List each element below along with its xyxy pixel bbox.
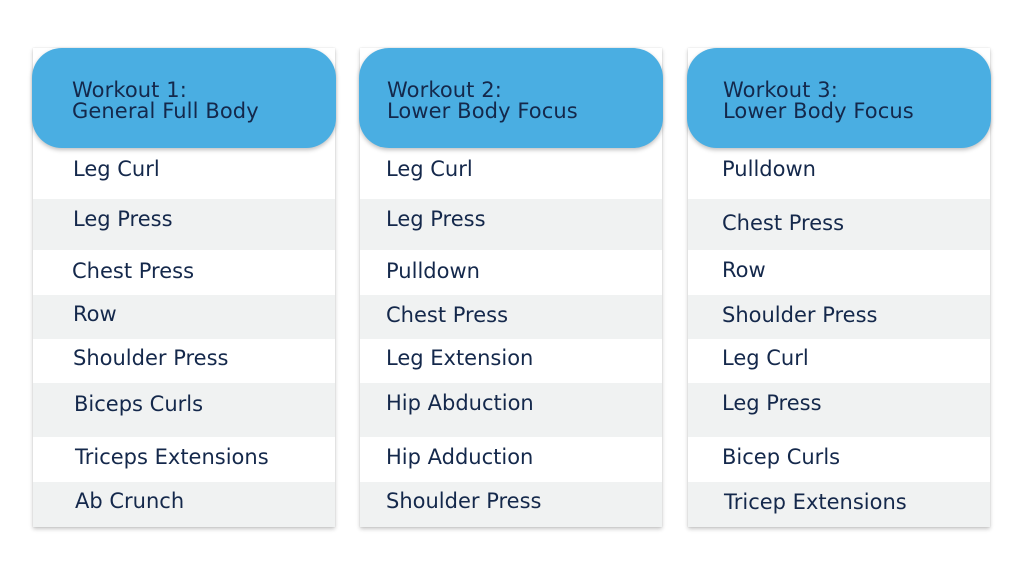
exercise-row: Chest Press <box>360 295 662 339</box>
workout-card-header: Workout 1: General Full Body <box>32 48 336 148</box>
exercise-row: Shoulder Press <box>33 339 335 383</box>
workout-name: General Full Body <box>72 99 259 123</box>
exercise-row: Chest Press <box>33 250 335 295</box>
exercise-name: Leg Curl <box>722 346 809 370</box>
exercise-row: Row <box>33 295 335 339</box>
workout-title: Workout 2: Lower Body Focus <box>387 80 578 122</box>
workout-name: Lower Body Focus <box>723 99 914 123</box>
exercise-row: Leg Curl <box>360 148 662 199</box>
exercise-row: Leg Press <box>33 199 335 250</box>
exercise-row: Tricep Extensions <box>688 482 990 527</box>
workout-number: Workout 2: <box>387 78 502 102</box>
exercise-name: Biceps Curls <box>74 392 204 416</box>
exercise-name: Leg Press <box>722 391 822 415</box>
exercise-row: Leg Curl <box>688 339 990 383</box>
exercise-row: Chest Press <box>688 199 990 250</box>
exercise-name: Chest Press <box>386 303 509 327</box>
workout-name: Lower Body Focus <box>387 99 578 123</box>
workout-card-2: Workout 2: Lower Body Focus Leg Curl Leg… <box>359 48 663 527</box>
exercise-name: Triceps Extensions <box>75 445 269 469</box>
exercise-row: Triceps Extensions <box>33 437 335 482</box>
exercise-name: Row <box>73 302 117 326</box>
exercise-name: Pulldown <box>722 157 816 181</box>
exercise-name: Leg Extension <box>386 346 534 370</box>
exercise-name: Shoulder Press <box>386 489 542 513</box>
exercise-row: Shoulder Press <box>688 295 990 339</box>
exercise-row: Biceps Curls <box>33 383 335 437</box>
exercise-row: Leg Press <box>360 199 662 250</box>
exercise-row: Bicep Curls <box>688 437 990 482</box>
workout-card-1: Workout 1: General Full Body Leg Curl Le… <box>32 48 336 527</box>
exercise-name: Chest Press <box>722 211 845 235</box>
exercise-name: Leg Press <box>73 207 173 231</box>
exercise-row: Row <box>688 250 990 295</box>
exercise-row: Hip Abduction <box>360 383 662 437</box>
exercise-row: Pulldown <box>360 250 662 295</box>
workout-title: Workout 1: General Full Body <box>72 80 259 122</box>
workout-number: Workout 3: <box>723 78 838 102</box>
exercise-name: Hip Adduction <box>386 445 534 469</box>
workout-title: Workout 3: Lower Body Focus <box>723 80 914 122</box>
exercise-name: Shoulder Press <box>73 346 229 370</box>
exercise-row: Ab Crunch <box>33 482 335 527</box>
workout-card-header: Workout 3: Lower Body Focus <box>687 48 991 148</box>
exercise-row: Leg Press <box>688 383 990 437</box>
exercise-row: Shoulder Press <box>360 482 662 527</box>
exercise-name: Row <box>722 258 766 282</box>
workout-card-3: Workout 3: Lower Body Focus Pulldown Che… <box>687 48 991 527</box>
exercise-name: Tricep Extensions <box>724 490 907 514</box>
exercise-name: Chest Press <box>72 259 195 283</box>
exercise-name: Ab Crunch <box>75 489 185 513</box>
exercise-name: Leg Press <box>386 207 486 231</box>
exercise-name: Leg Curl <box>386 157 473 181</box>
exercise-name: Bicep Curls <box>722 445 841 469</box>
exercise-row: Hip Adduction <box>360 437 662 482</box>
workout-number: Workout 1: <box>72 78 187 102</box>
exercise-row: Leg Curl <box>33 148 335 199</box>
exercise-row: Leg Extension <box>360 339 662 383</box>
exercise-name: Leg Curl <box>73 157 160 181</box>
exercise-row: Pulldown <box>688 148 990 199</box>
exercise-name: Shoulder Press <box>722 303 878 327</box>
workout-card-header: Workout 2: Lower Body Focus <box>359 48 663 148</box>
exercise-name: Hip Abduction <box>386 391 534 415</box>
exercise-name: Pulldown <box>386 259 480 283</box>
